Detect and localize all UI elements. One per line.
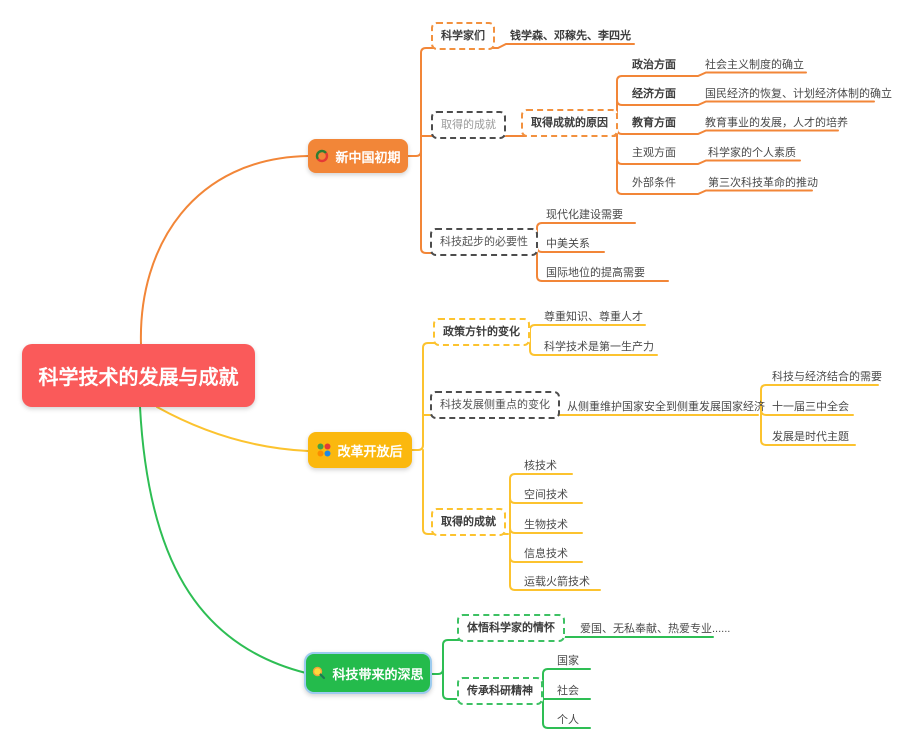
topic-label: 科技发展侧重点的变化 bbox=[440, 399, 550, 411]
topic-text: 国际地位的提高需要 bbox=[546, 267, 645, 279]
topic-reasons[interactable]: 取得成就的原因 bbox=[521, 109, 618, 138]
branch2-connectors bbox=[156, 324, 879, 591]
topic-text: 发展是时代主题 bbox=[772, 431, 849, 443]
grid-icon bbox=[317, 443, 331, 457]
topic-scientists[interactable]: 科学家们 bbox=[431, 22, 495, 51]
topic-text: 生物技术 bbox=[524, 519, 568, 531]
topic-text: 外部条件 bbox=[632, 177, 676, 189]
topic-text: 钱学森、邓稼先、李四光 bbox=[510, 30, 631, 42]
topic-achievements-b1[interactable]: 取得的成就 bbox=[431, 111, 506, 140]
topic-text: 经济方面 bbox=[632, 88, 676, 100]
topic-necessity[interactable]: 科技起步的必要性 bbox=[430, 228, 538, 257]
branch-node-reflections[interactable]: 科技带来的深思 bbox=[304, 652, 432, 694]
topic-text: 从侧重维护国家安全到侧重发展国家经济 bbox=[567, 401, 765, 413]
branch-label: 新中国初期 bbox=[335, 149, 401, 165]
topic-sentiment-detail[interactable]: 爱国、无私奉献、热爱专业...... bbox=[580, 622, 730, 636]
topic-focus-item[interactable]: 十一届三中全会 bbox=[772, 400, 849, 414]
central-topic-label: 科学技术的发展与成就 bbox=[38, 367, 239, 389]
cycle-icon bbox=[315, 149, 329, 163]
topic-achievement-item[interactable]: 信息技术 bbox=[524, 547, 568, 561]
topic-achievement-item[interactable]: 运载火箭技术 bbox=[524, 575, 590, 589]
topic-text: 核技术 bbox=[524, 460, 557, 472]
topic-label: 传承科研精神 bbox=[467, 685, 533, 697]
topic-spirit-item[interactable]: 个人 bbox=[557, 713, 579, 727]
topic-text: 中美关系 bbox=[546, 238, 590, 250]
magnifier-icon bbox=[312, 666, 326, 680]
topic-aspect[interactable]: 政治方面 bbox=[632, 58, 676, 72]
branch-label: 改革开放后 bbox=[337, 443, 403, 459]
topic-label: 取得的成就 bbox=[441, 516, 496, 528]
topic-label: 科技起步的必要性 bbox=[440, 236, 528, 248]
topic-spirit-item[interactable]: 国家 bbox=[557, 654, 579, 668]
topic-text: 教育方面 bbox=[632, 117, 676, 129]
topic-text: 空间技术 bbox=[524, 489, 568, 501]
topic-policy-change[interactable]: 政策方针的变化 bbox=[433, 318, 530, 347]
topic-label: 政策方针的变化 bbox=[443, 326, 520, 338]
topic-necessity-item[interactable]: 中美关系 bbox=[546, 237, 590, 251]
topic-text: 运载火箭技术 bbox=[524, 576, 590, 588]
topic-text: 十一届三中全会 bbox=[772, 401, 849, 413]
topic-text: 政治方面 bbox=[632, 59, 676, 71]
central-topic[interactable]: 科学技术的发展与成就 bbox=[22, 344, 255, 407]
topic-policy-item[interactable]: 尊重知识、尊重人才 bbox=[544, 310, 643, 324]
topic-focus-change[interactable]: 科技发展侧重点的变化 bbox=[430, 391, 560, 420]
topic-text: 个人 bbox=[557, 714, 579, 726]
topic-text: 国家 bbox=[557, 655, 579, 667]
topic-label: 取得的成就 bbox=[441, 119, 496, 131]
topic-focus-detail[interactable]: 从侧重维护国家安全到侧重发展国家经济 bbox=[567, 400, 765, 414]
topic-focus-item[interactable]: 发展是时代主题 bbox=[772, 430, 849, 444]
topic-sentiment[interactable]: 体悟科学家的情怀 bbox=[457, 614, 565, 643]
topic-aspect[interactable]: 外部条件 bbox=[632, 176, 676, 190]
topic-spirit[interactable]: 传承科研精神 bbox=[457, 677, 543, 706]
topic-focus-item[interactable]: 科技与经济结合的需要 bbox=[772, 370, 882, 384]
topic-achievements-b2[interactable]: 取得的成就 bbox=[431, 508, 506, 537]
topic-text: 科学技术是第一生产力 bbox=[544, 341, 654, 353]
topic-text: 爱国、无私奉献、热爱专业...... bbox=[580, 623, 731, 635]
topic-achievement-item[interactable]: 核技术 bbox=[524, 459, 557, 473]
topic-text: 第三次科技革命的推动 bbox=[708, 177, 818, 189]
topic-aspect[interactable]: 经济方面 bbox=[632, 87, 676, 101]
topic-aspect-detail[interactable]: 社会主义制度的确立 bbox=[705, 58, 804, 72]
topic-text: 尊重知识、尊重人才 bbox=[544, 311, 643, 323]
topic-aspect[interactable]: 主观方面 bbox=[632, 146, 676, 160]
branch-node-post-reform[interactable]: 改革开放后 bbox=[308, 432, 412, 468]
topic-spirit-item[interactable]: 社会 bbox=[557, 684, 579, 698]
topic-label: 科学家们 bbox=[441, 30, 485, 42]
topic-text: 主观方面 bbox=[632, 147, 676, 159]
topic-text: 现代化建设需要 bbox=[546, 209, 623, 221]
topic-text: 社会 bbox=[557, 685, 579, 697]
topic-necessity-item[interactable]: 国际地位的提高需要 bbox=[546, 266, 645, 280]
topic-text: 教育事业的发展，人才的培养 bbox=[705, 117, 848, 129]
topic-aspect[interactable]: 教育方面 bbox=[632, 116, 676, 130]
topic-text: 社会主义制度的确立 bbox=[705, 59, 804, 71]
topic-label: 取得成就的原因 bbox=[531, 117, 608, 129]
topic-text: 信息技术 bbox=[524, 548, 568, 560]
topic-achievement-item[interactable]: 生物技术 bbox=[524, 518, 568, 532]
topic-policy-item[interactable]: 科学技术是第一生产力 bbox=[544, 340, 654, 354]
topic-scientist-names[interactable]: 钱学森、邓稼先、李四光 bbox=[510, 29, 631, 43]
topic-aspect-detail[interactable]: 科学家的个人素质 bbox=[708, 146, 796, 160]
topic-aspect-detail[interactable]: 国民经济的恢复、计划经济体制的确立 bbox=[705, 87, 892, 101]
branch-node-early-prc[interactable]: 新中国初期 bbox=[308, 139, 408, 173]
topic-aspect-detail[interactable]: 第三次科技革命的推动 bbox=[708, 176, 818, 190]
topic-label: 体悟科学家的情怀 bbox=[467, 622, 555, 634]
topic-text: 国民经济的恢复、计划经济体制的确立 bbox=[705, 88, 892, 100]
topic-text: 科技与经济结合的需要 bbox=[772, 371, 882, 383]
topic-text: 科学家的个人素质 bbox=[708, 147, 796, 159]
topic-aspect-detail[interactable]: 教育事业的发展，人才的培养 bbox=[705, 116, 848, 130]
topic-necessity-item[interactable]: 现代化建设需要 bbox=[546, 208, 623, 222]
topic-achievement-item[interactable]: 空间技术 bbox=[524, 488, 568, 502]
branch-label: 科技带来的深思 bbox=[332, 666, 424, 682]
